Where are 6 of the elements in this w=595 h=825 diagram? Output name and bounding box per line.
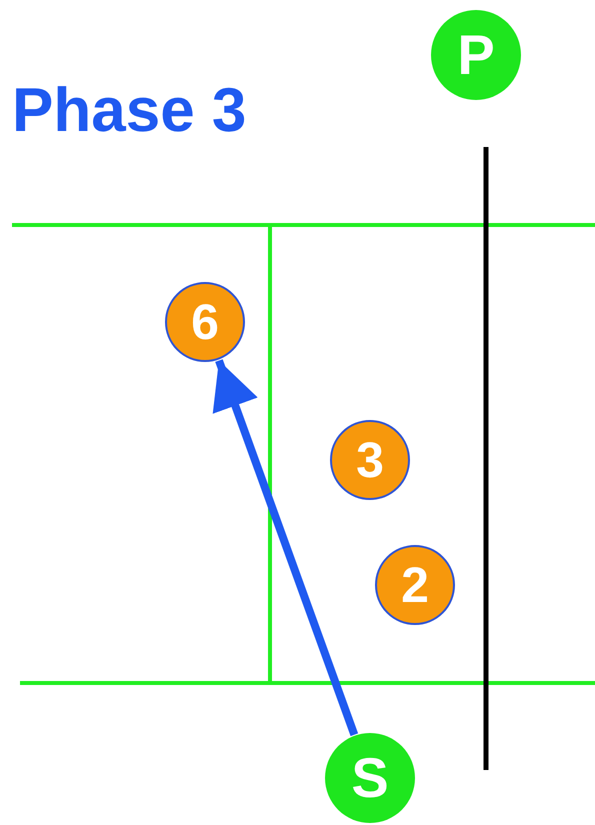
player-label: P [457, 27, 495, 83]
player-label: 3 [356, 435, 384, 485]
player-label: 2 [401, 560, 429, 610]
player-label: S [351, 750, 389, 806]
diagram-title: Phase 3 [12, 80, 246, 142]
player-label: 6 [191, 297, 219, 347]
